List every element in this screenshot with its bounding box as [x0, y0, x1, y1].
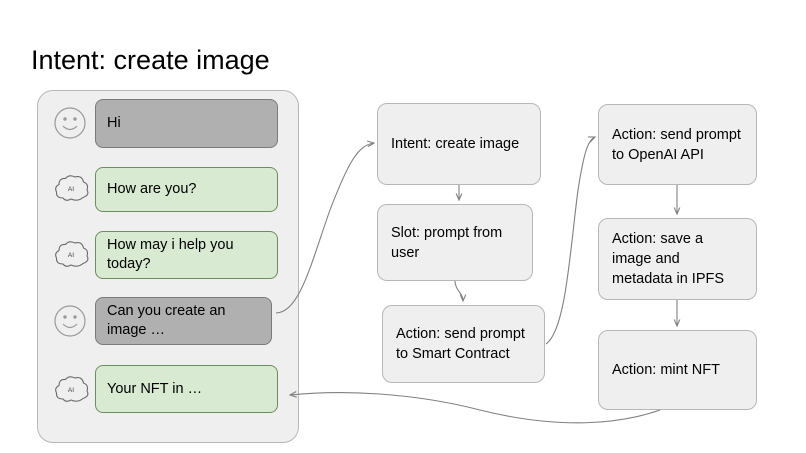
ai-cloud-icon: AI — [52, 237, 89, 273]
connector-slot-to-action-smart-contract — [454, 280, 463, 301]
chat-bubble-3-line-1: How may i help you — [107, 237, 234, 253]
chat-bubble-5[interactable]: Your NFT in … — [95, 365, 278, 413]
flow-node-ipfs-line-3: metadata in IPFS — [612, 271, 725, 287]
flow-node-action-smart-contract[interactable]: Action: send prompt to Smart Contract — [382, 305, 545, 383]
flow-node-smart-contract-line-2: to Smart Contract — [396, 346, 510, 362]
ai-cloud-icon: AI — [52, 171, 89, 207]
chat-bubble-3-line-2: today? — [107, 256, 151, 272]
chat-bubble-5-line-1: Your NFT in … — [107, 380, 203, 397]
smiley-face-icon — [52, 303, 88, 339]
chat-bubble-2-line-1: How are you? — [107, 181, 197, 197]
svg-text:AI: AI — [68, 252, 74, 259]
chat-bubble-2[interactable]: How are you? — [95, 167, 278, 212]
chat-bubble-4[interactable]: Can you create an image … — [95, 297, 272, 345]
chat-bubble-1-line-1: Hi — [107, 115, 121, 131]
flow-node-action-openai[interactable]: Action: send prompt to OpenAI API — [598, 104, 757, 185]
page-title: Intent: create image — [31, 45, 270, 75]
flow-node-mint-line-1: Action: mint NFT — [612, 362, 720, 378]
chat-conversation-panel: Hi AI How are you? AI How may i help you… — [37, 90, 299, 443]
svg-text:AI: AI — [68, 186, 74, 193]
flow-node-intent[interactable]: Intent: create image — [377, 103, 541, 185]
flow-node-slot-line-1: Slot: prompt from — [391, 224, 503, 241]
chat-bubble-1[interactable]: Hi — [95, 99, 278, 148]
connector-smart-contract-to-openai — [545, 137, 595, 345]
chat-bubble-4-line-1: Can you create an — [107, 303, 226, 319]
flow-node-action-mint[interactable]: Action: mint NFT — [598, 330, 757, 410]
smiley-face-icon — [52, 105, 88, 141]
flow-node-intent-line-1: Intent: create image — [391, 136, 520, 152]
chat-bubble-4-line-2: image … — [107, 322, 166, 338]
flow-node-ipfs-line-2: image and — [612, 251, 680, 267]
flow-node-openai-line-2: to OpenAI API — [612, 146, 704, 163]
flow-node-action-ipfs[interactable]: Action: save a image and metadata in IPF… — [598, 218, 757, 300]
ai-cloud-icon: AI — [52, 372, 89, 408]
flow-node-ipfs-line-1: Action: save a — [612, 231, 704, 247]
chat-bubble-3[interactable]: How may i help you today? — [95, 231, 278, 279]
svg-text:AI: AI — [68, 387, 74, 394]
flow-node-openai-line-1: Action: send prompt — [612, 126, 741, 143]
flow-node-slot-line-2: user — [391, 244, 420, 261]
flow-node-smart-contract-line-1: Action: send prompt — [396, 326, 525, 342]
flow-node-slot[interactable]: Slot: prompt from user — [377, 204, 533, 281]
